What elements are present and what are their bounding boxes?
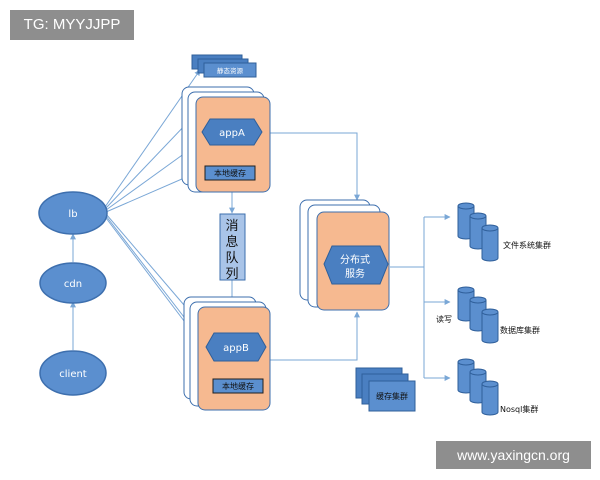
watermark-bottom-right: www.yaxingcn.org: [436, 441, 591, 469]
file-system-cluster-label: 文件系统集群: [503, 240, 551, 250]
cdn-label: cdn: [64, 279, 82, 290]
edge-appB-service: [270, 311, 360, 361]
queue-char-2: 息: [225, 234, 238, 250]
edge-lb-appA-1: [105, 121, 189, 209]
database-cluster-node: [457, 286, 499, 344]
database-cluster-label: 数据库集群: [500, 325, 540, 335]
edge-lb-appB-2: [105, 215, 195, 331]
client-node: client: [39, 350, 107, 396]
client-label: client: [59, 369, 87, 380]
lb-node: lb: [38, 191, 108, 235]
static-resources-label: 静态资源: [217, 66, 244, 75]
appA-local-cache-label: 本地缓存: [214, 168, 246, 178]
edge-appA-service: [270, 132, 360, 201]
queue-char-4: 列: [225, 267, 238, 282]
appB-node: appB 本地缓存: [183, 296, 271, 411]
nosql-cluster-node: [457, 358, 499, 416]
appA-label: appA: [219, 128, 245, 139]
message-queue-node: 消 息 队 列: [219, 213, 246, 282]
service-label-line-2: 服务: [345, 267, 365, 280]
nosql-cluster-label: Nosql集群: [500, 404, 538, 414]
queue-char-1: 消: [225, 219, 238, 234]
read-write-label: 读写: [436, 314, 452, 324]
distributed-service-node: 分布式 服务: [299, 199, 390, 311]
appA-node: appA 本地缓存: [181, 86, 271, 193]
edge-lb-appB-1: [105, 213, 191, 313]
cache-cluster-node: 缓存集群: [355, 367, 416, 412]
watermark-top-left: TG: MYYJJPP: [10, 10, 134, 40]
appB-local-cache-label: 本地缓存: [222, 381, 254, 391]
appB-label: appB: [223, 343, 249, 354]
cache-cluster-label: 缓存集群: [376, 391, 408, 401]
file-system-cluster-node: [457, 202, 499, 262]
connection-edges: [70, 69, 451, 381]
queue-char-3: 队: [225, 251, 238, 266]
lb-label: lb: [68, 209, 77, 220]
edge-lb-appA-2: [105, 147, 193, 211]
cdn-node: cdn: [39, 262, 107, 304]
static-resources-node: 静态资源: [191, 54, 257, 78]
service-label-line-1: 分布式: [340, 253, 370, 266]
